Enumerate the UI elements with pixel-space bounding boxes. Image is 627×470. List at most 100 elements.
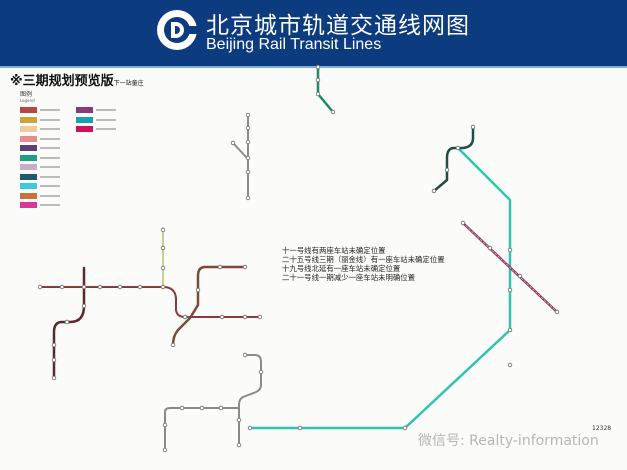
legend-label (40, 204, 60, 206)
station-marker (162, 422, 168, 428)
legend-label (96, 118, 116, 121)
line-dark-brown-west (52, 266, 86, 380)
station-marker (51, 375, 57, 381)
legend-title: 图例 (20, 91, 33, 98)
station-marker (315, 91, 321, 97)
station-marker (81, 284, 87, 290)
station-marker (402, 425, 408, 431)
station-marker (236, 442, 242, 448)
edition-sub: 下一站童庄 (113, 80, 144, 87)
station-marker (487, 245, 493, 251)
legend-label (40, 128, 60, 130)
station-marker (199, 405, 205, 411)
station-marker (470, 124, 476, 130)
station-marker (444, 167, 450, 173)
legend-label (40, 166, 60, 168)
title-english: Beijing Rail Transit Lines (206, 36, 382, 53)
note: 十九号线北延有一座车站未确定位置 (282, 264, 401, 273)
station-marker (64, 319, 70, 325)
legend-swatch (20, 173, 37, 180)
station-marker (554, 309, 560, 315)
legend-label (96, 109, 116, 111)
legend-swatch (20, 154, 37, 161)
legend-subtitle: Legend (20, 98, 35, 103)
station-marker (236, 417, 242, 423)
station-marker (230, 140, 236, 146)
edition-label: ※三期规划预览版下一站童庄 (10, 70, 144, 89)
station-marker (242, 264, 248, 270)
station-marker (247, 425, 253, 431)
line-gray-south-west (164, 407, 239, 451)
station-marker (51, 357, 57, 363)
line-gray-south (238, 354, 262, 446)
station-marker (37, 284, 43, 290)
legend-label (40, 109, 60, 111)
station-marker (218, 405, 224, 411)
station-marker (59, 284, 65, 290)
legend-swatch (20, 183, 37, 189)
station-marker (507, 362, 513, 368)
station-marker (51, 342, 57, 348)
station-marker (160, 284, 166, 290)
line-teal (248, 146, 512, 430)
line-dark-green (432, 125, 475, 193)
legend-swatch (20, 126, 37, 132)
station-marker (160, 265, 166, 271)
legend-label (40, 118, 60, 121)
legend-label (96, 128, 116, 130)
legend-label (40, 194, 60, 197)
station-marker (258, 369, 264, 375)
legend-label (40, 137, 60, 140)
legend-swatch (20, 202, 37, 208)
station-marker (162, 447, 168, 453)
station-marker (245, 195, 251, 201)
edition-title: ※三期规划预览版 (10, 74, 114, 89)
legend-swatch (76, 116, 93, 123)
legend-label (40, 185, 60, 187)
header-banner: 北京城市轨道交通线网图 Beijing Rail Transit Lines (0, 0, 627, 68)
hotline-number: 12328 (592, 425, 612, 432)
station-marker (81, 303, 87, 309)
station-marker (507, 287, 513, 293)
station-marker (315, 64, 321, 70)
station-marker (117, 284, 123, 290)
note: 十一号线有两座车站未确定位置 (282, 246, 386, 255)
station-marker (179, 405, 185, 411)
station-marker (182, 314, 188, 320)
station-marker (245, 139, 251, 145)
line-brown-center (171, 265, 247, 347)
station-marker (219, 314, 225, 320)
line-gray-north-branch (232, 142, 248, 159)
note: 二十一号线一期减少一座车站未明确位置 (282, 273, 416, 282)
legend-swatch (76, 126, 93, 132)
station-marker (330, 109, 336, 115)
beijing-subway-logo (157, 10, 198, 50)
station-marker (170, 342, 176, 348)
legend-swatch (20, 135, 37, 142)
wechat-watermark: 微信号: Realty-information (418, 433, 599, 449)
legend-label (40, 147, 60, 149)
station-marker (242, 352, 248, 358)
station-marker (315, 77, 321, 83)
station-marker (507, 247, 513, 253)
station-marker (160, 227, 166, 233)
station-marker (517, 273, 523, 279)
station-marker (245, 112, 251, 118)
station-marker (97, 284, 103, 290)
legend-label (40, 156, 60, 159)
line-red-west (39, 286, 261, 318)
station-marker (257, 314, 263, 320)
station-marker (137, 284, 143, 290)
station-marker (455, 145, 461, 151)
station-marker (245, 169, 251, 175)
station-marker (160, 245, 166, 251)
legend-swatch (20, 164, 37, 170)
station-marker (431, 188, 437, 194)
station-marker (217, 264, 223, 270)
legend-swatch (20, 192, 37, 199)
note: 二十五号线三期（丽金线）有一座车站未确定位置 (282, 255, 445, 264)
legend-swatch (20, 107, 37, 113)
legend-label (40, 175, 60, 178)
station-marker (242, 314, 248, 320)
